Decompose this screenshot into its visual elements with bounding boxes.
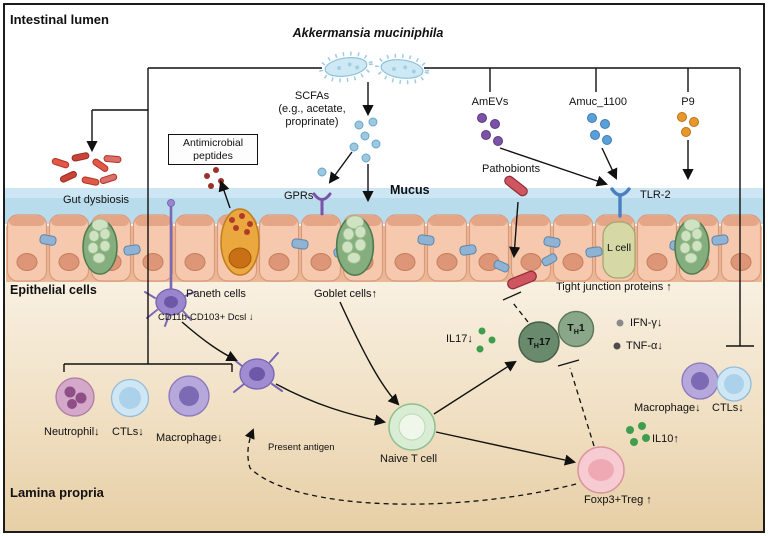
- th17-label: TH17: [519, 336, 559, 351]
- treg-cell-icon: [577, 446, 625, 494]
- macrophage-left-label: Macrophage↓: [156, 432, 223, 444]
- arrow-network: [63, 67, 754, 466]
- gpr-receptor-icon: [312, 192, 332, 216]
- figure-title: Akkermansia muciniphila: [292, 26, 444, 40]
- antimicrobial-peptides-label: Antimicrobial peptides: [168, 134, 258, 166]
- p9-label: P9: [681, 96, 695, 108]
- antimicrobial-peptide-dots-icon: [204, 167, 224, 189]
- present-antigen-label: Present antigen: [268, 442, 335, 453]
- naive-t-cell-label: Naive T cell: [380, 453, 438, 465]
- th17-cell-icon: [518, 321, 560, 363]
- ctl-cell-icon: [110, 378, 150, 418]
- macrophage-right-icon: [681, 362, 719, 400]
- akkermansia-bacteria-icon: [319, 51, 429, 85]
- epithelial-cells-label: Epithelial cells: [10, 283, 97, 297]
- scfas-line2: (e.g., acetate,: [278, 103, 346, 116]
- il17-label: IL17↓: [446, 333, 473, 345]
- th17-t: T: [527, 336, 534, 348]
- amuc-1100-label: Amuc_1100: [569, 96, 627, 108]
- neutrophil-icon: [55, 377, 95, 417]
- ifn-dot-icon: [616, 319, 624, 327]
- cd11b-label: CD11b-CD103+ Dcsl ↓: [158, 312, 254, 323]
- tight-junction-icons: [39, 234, 729, 258]
- amev-dots-icon: [477, 113, 503, 146]
- ctls-label: CTLs↓: [112, 426, 144, 438]
- dashed-regulatory-lines: [244, 291, 595, 505]
- tnf-dot-icon: [613, 342, 621, 350]
- goblet-cells-label: Goblet cells↑: [314, 288, 377, 300]
- gut-dysbiosis-bacteria-icon: [51, 152, 122, 186]
- intestinal-lumen-label: Intestinal lumen: [10, 12, 109, 27]
- tlr2-label: TLR-2: [640, 189, 671, 201]
- scfas-line1: SCFAs: [294, 90, 330, 102]
- th17-17: 17: [538, 336, 551, 348]
- antigen-presenting-cell-icon: [231, 352, 283, 393]
- l-cell-label: L cell: [606, 242, 632, 254]
- il10-dots-icon: [626, 422, 650, 446]
- neutrophil-label: Neutrophil↓: [44, 426, 100, 438]
- tlr2-receptor-icon: [610, 187, 631, 218]
- mucus-label: Mucus: [390, 183, 430, 197]
- ctl-right-icon: [716, 366, 752, 402]
- scfas-label: SCFAs (e.g., acetate, proprinate): [256, 90, 368, 130]
- macrophage-right-label: Macrophage↓: [634, 402, 701, 414]
- amevs-label: AmEVs: [471, 96, 509, 108]
- mucus-band: [5, 188, 763, 224]
- paneth-cells-label: Paneth cells: [186, 288, 246, 300]
- th17-h: H: [533, 342, 539, 351]
- dendritic-cell-icon: [144, 199, 196, 327]
- th1-1: 1: [578, 322, 585, 334]
- p9-dots-icon: [677, 112, 699, 137]
- ctls-right-label: CTLs↓: [712, 402, 744, 414]
- th1-h: H: [573, 328, 579, 337]
- naive-t-cell-icon: [388, 403, 436, 451]
- l-cell-icon: [602, 221, 636, 279]
- tnf-alpha-label: TNF-α↓: [626, 340, 663, 352]
- il17-dots-icon: [476, 327, 496, 353]
- macrophage-left-icon: [168, 375, 210, 417]
- th1-label: TH1: [558, 322, 594, 337]
- gut-dysbiosis-label: Gut dysbiosis: [62, 194, 130, 206]
- pathobionts-label: Pathobionts: [482, 163, 541, 175]
- th1-cell-icon: [557, 310, 595, 348]
- scfas-line3: proprinate): [285, 116, 339, 129]
- il10-label: IL10↑: [652, 433, 679, 445]
- paneth-cell-icon: [220, 208, 260, 276]
- ifn-gamma-label: IFN-γ↓: [630, 317, 663, 329]
- tight-junction-label: Tight junction proteins ↑: [556, 281, 672, 293]
- th1-t: T: [567, 322, 574, 334]
- lamina-propria-label: Lamina propria: [10, 485, 104, 500]
- foxp3-treg-label: Foxp3+Treg ↑: [584, 494, 652, 506]
- scfa-dots-icon: [317, 117, 381, 177]
- gprs-label: GPRs: [284, 190, 314, 202]
- pathobiont-icons: [493, 175, 558, 290]
- amuc1100-dots-icon: [587, 113, 612, 145]
